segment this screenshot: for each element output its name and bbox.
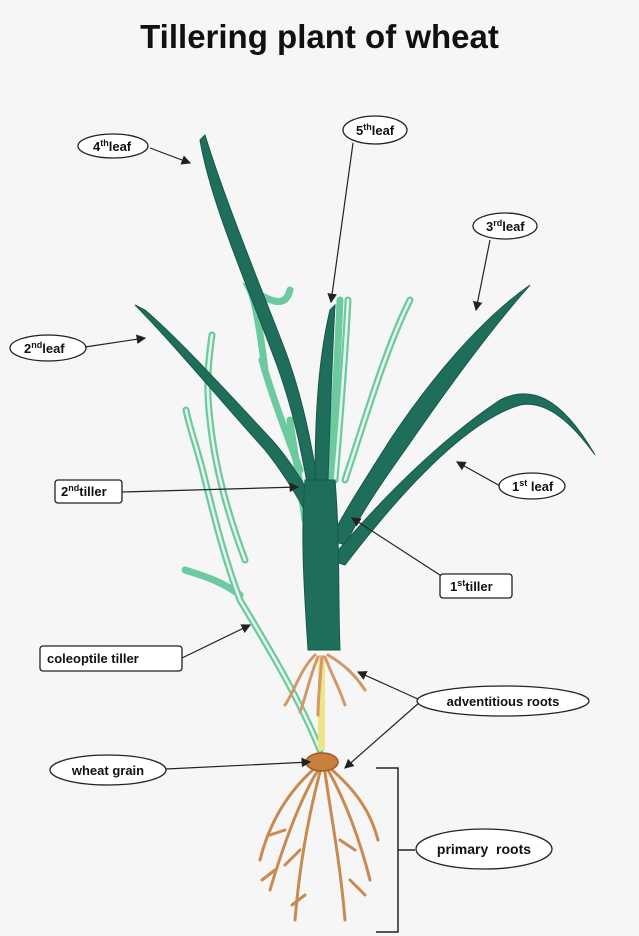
label-1st-tiller: 1sttiller [450, 578, 493, 594]
primary-roots [260, 768, 378, 920]
wheat-grain [306, 753, 338, 771]
label-coleoptile-tiller: coleoptile tiller [47, 651, 139, 666]
label-4th-leaf: 4thleaf [93, 138, 132, 154]
label-2nd-leaf: 2ndleaf [24, 340, 65, 356]
label-1st-leaf: 1st leaf [512, 478, 554, 494]
label-3rd-leaf: 3rdleaf [486, 218, 525, 234]
label-2nd-tiller: 2ndtiller [61, 483, 107, 499]
label-5th-leaf: 5thleaf [356, 122, 395, 138]
primary-roots-bracket [376, 768, 415, 932]
label-adventitious-roots: adventitious roots [447, 694, 560, 709]
label-wheat-grain: wheat grain [71, 763, 144, 778]
label-primary-roots: primary roots [437, 841, 531, 857]
